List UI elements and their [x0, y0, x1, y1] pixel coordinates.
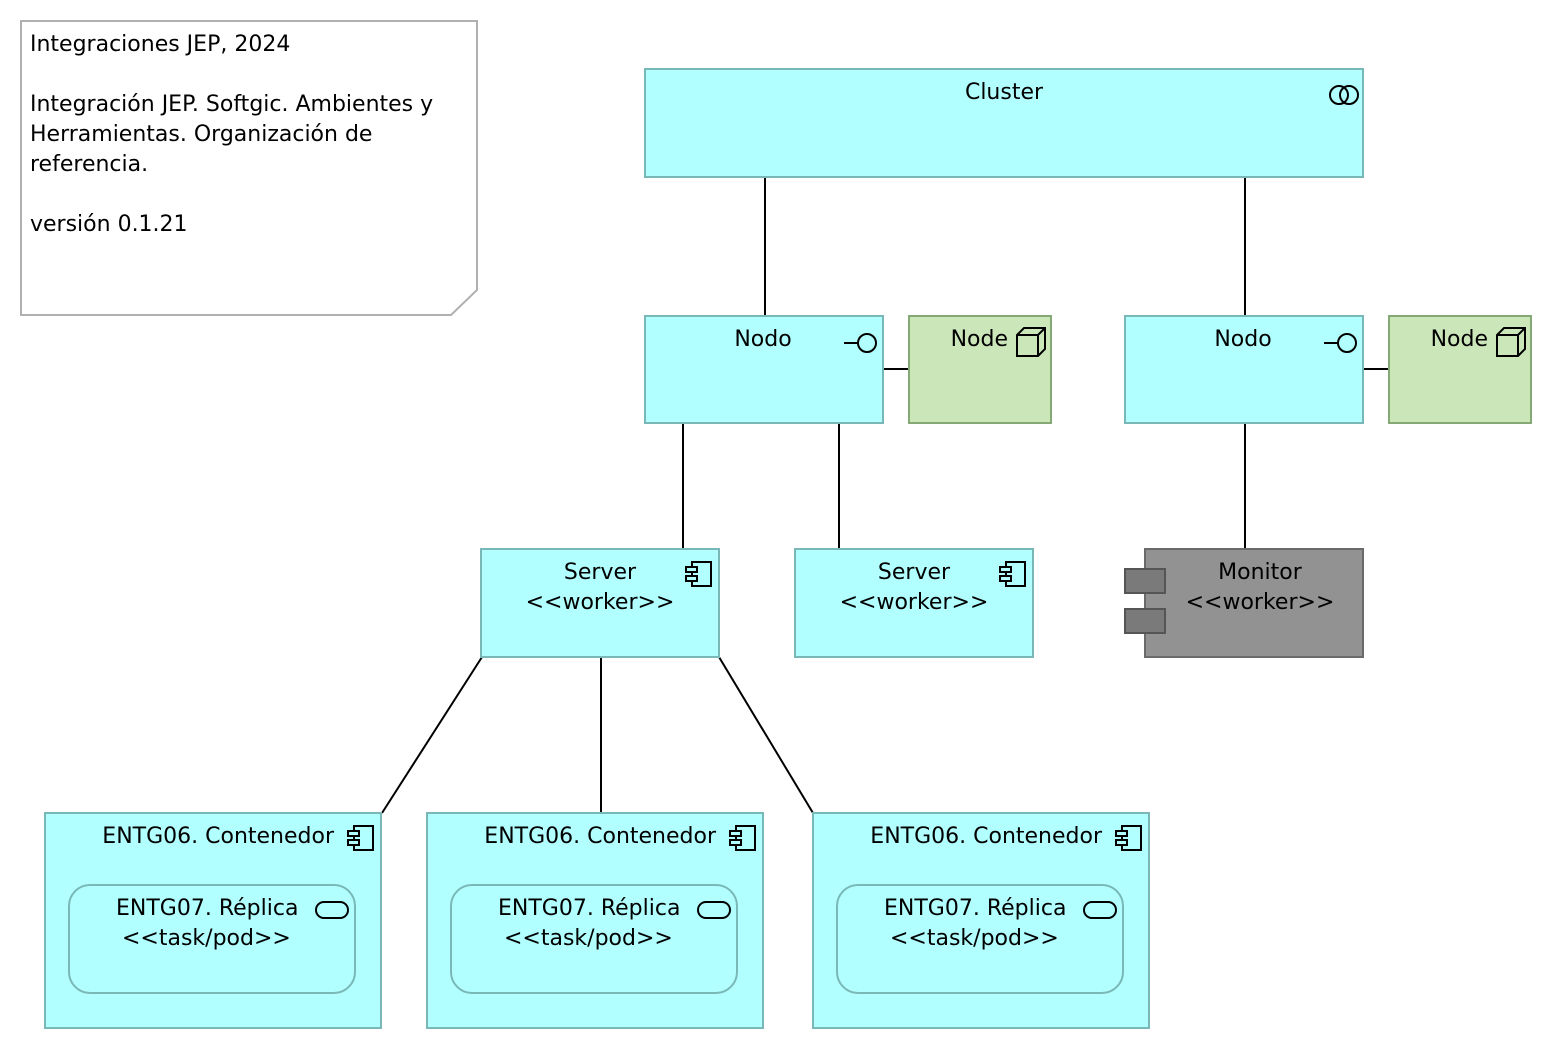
note-description-line-3: referencia. — [30, 152, 149, 177]
nodo-label-2: Nodo — [1214, 327, 1272, 352]
server-stereotype-2: <<worker>> — [839, 590, 989, 615]
container-element-2[interactable]: ENTG06. Contenedor ENTG07. Réplica <<tas… — [426, 812, 764, 1029]
container-label-1: ENTG06. Contenedor — [102, 824, 334, 849]
server-element-2[interactable]: Server <<worker>> — [794, 548, 1034, 658]
interface-icon — [1324, 333, 1357, 353]
service-icon — [697, 901, 731, 919]
node-device-2[interactable]: Node — [1388, 315, 1532, 424]
replica-label-2: ENTG07. Réplica — [498, 896, 681, 921]
service-icon — [315, 901, 349, 919]
note-description-line-2: Herramientas. Organización de — [30, 122, 373, 147]
server-label-2: Server — [877, 560, 951, 585]
replica-element-3[interactable]: ENTG07. Réplica <<task/pod>> — [836, 884, 1124, 994]
collaboration-icon — [1329, 85, 1359, 105]
component-icon — [1115, 825, 1142, 851]
connector-server1-container3 — [718, 656, 814, 814]
monitor-element[interactable]: Monitor <<worker>> — [1144, 548, 1364, 658]
monitor-component-tab-1 — [1124, 568, 1166, 594]
nodo-label-1: Nodo — [734, 327, 792, 352]
node-device-1[interactable]: Node — [908, 315, 1052, 424]
monitor-label: Monitor — [1218, 560, 1302, 585]
component-icon — [729, 825, 756, 851]
nodo-element-1[interactable]: Nodo — [644, 315, 884, 424]
node-cube-icon — [1016, 327, 1046, 357]
note-title: Integraciones JEP, 2024 — [30, 32, 291, 57]
server-stereotype-1: <<worker>> — [525, 590, 675, 615]
service-icon — [1083, 901, 1117, 919]
replica-stereotype-2: <<task/pod>> — [504, 926, 673, 951]
container-label-3: ENTG06. Contenedor — [870, 824, 1102, 849]
nodo-element-2[interactable]: Nodo — [1124, 315, 1364, 424]
monitor-stereotype: <<worker>> — [1185, 590, 1335, 615]
replica-element-2[interactable]: ENTG07. Réplica <<task/pod>> — [450, 884, 738, 994]
container-element-1[interactable]: ENTG06. Contenedor ENTG07. Réplica <<tas… — [44, 812, 382, 1029]
diagram-note: Integraciones JEP, 2024 Integración JEP.… — [20, 20, 478, 316]
node-label-1: Node — [950, 327, 1008, 352]
replica-stereotype-1: <<task/pod>> — [122, 926, 291, 951]
replica-element-1[interactable]: ENTG07. Réplica <<task/pod>> — [68, 884, 356, 994]
component-icon — [347, 825, 374, 851]
server-label-1: Server — [563, 560, 637, 585]
server-element-1[interactable]: Server <<worker>> — [480, 548, 720, 658]
cluster-element[interactable]: Cluster — [644, 68, 1364, 178]
replica-label-1: ENTG07. Réplica — [116, 896, 299, 921]
node-cube-icon — [1496, 327, 1526, 357]
cluster-label: Cluster — [964, 80, 1044, 105]
container-element-3[interactable]: ENTG06. Contenedor ENTG07. Réplica <<tas… — [812, 812, 1150, 1029]
node-label-2: Node — [1430, 327, 1488, 352]
monitor-component-tab-2 — [1124, 608, 1166, 634]
note-frame — [20, 20, 478, 316]
interface-icon — [844, 333, 877, 353]
note-description-line-1: Integración JEP. Softgic. Ambientes y — [30, 92, 434, 117]
connector-server1-container1 — [381, 656, 483, 814]
note-version: versión 0.1.21 — [30, 212, 188, 237]
component-icon — [685, 561, 712, 587]
replica-label-3: ENTG07. Réplica — [884, 896, 1067, 921]
container-label-2: ENTG06. Contenedor — [484, 824, 716, 849]
component-icon — [999, 561, 1026, 587]
replica-stereotype-3: <<task/pod>> — [890, 926, 1059, 951]
